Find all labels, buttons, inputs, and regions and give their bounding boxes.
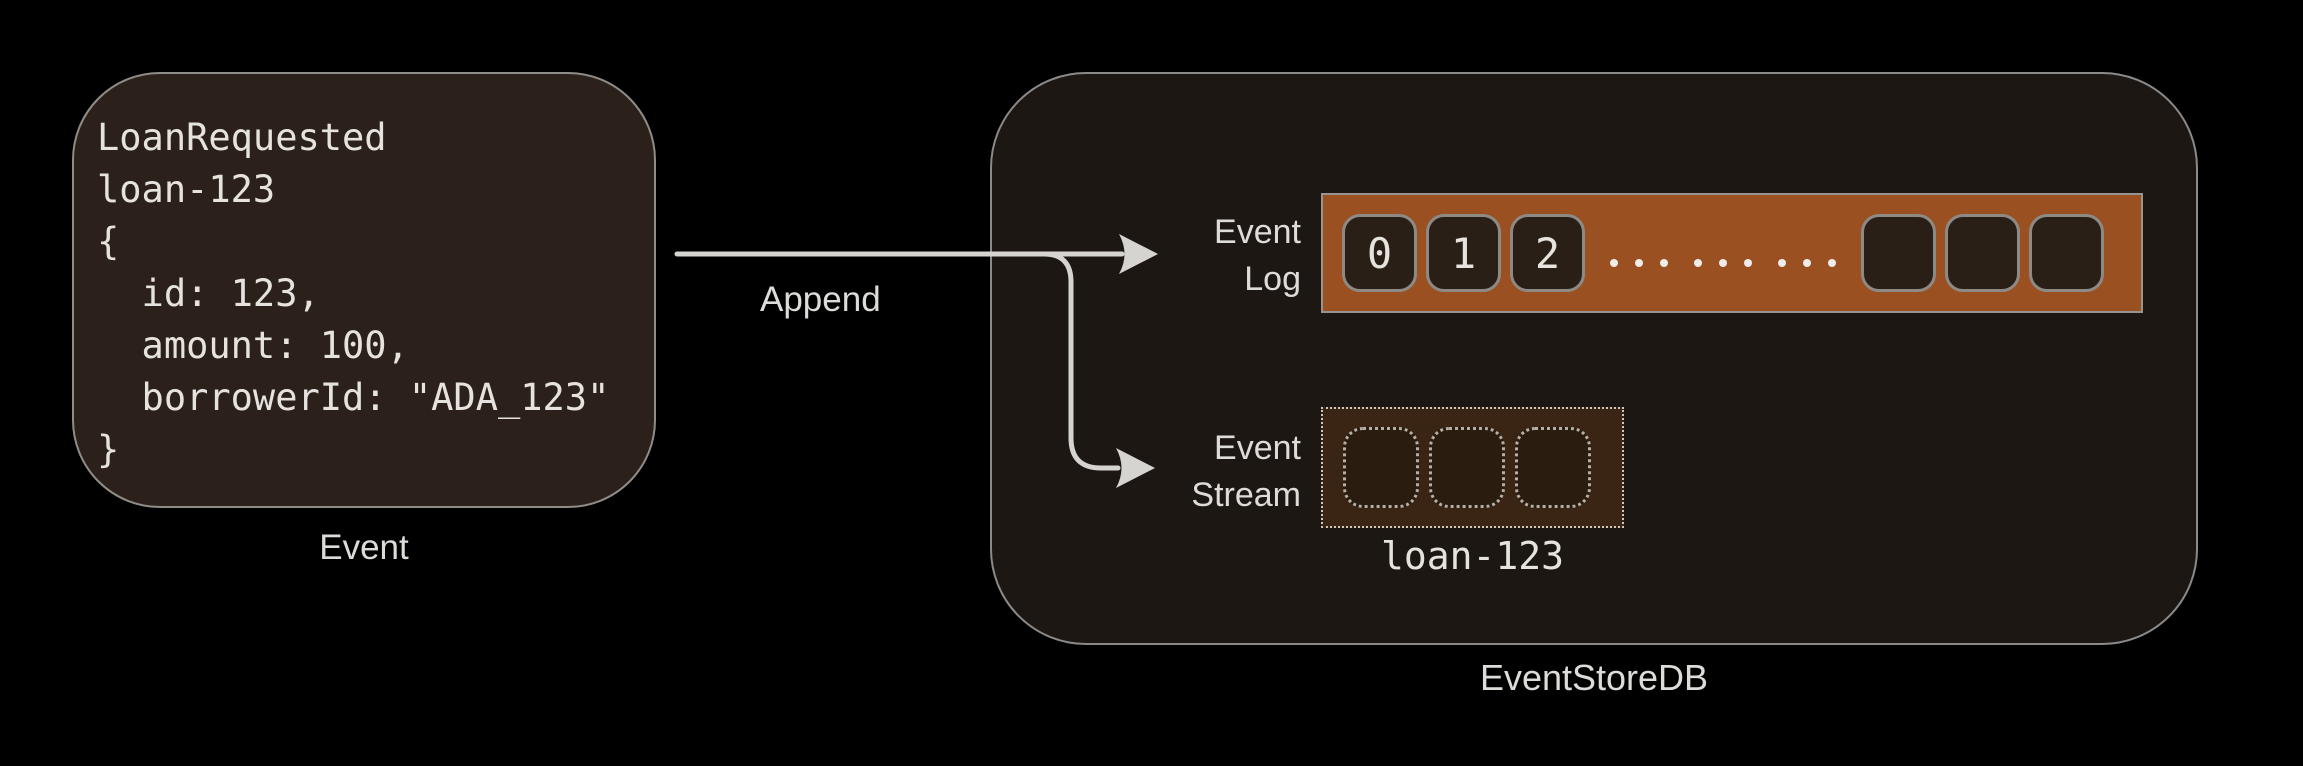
- dot-group: [1778, 259, 1836, 267]
- dot: [1719, 259, 1727, 267]
- code-line-amount: amount: 100,: [97, 324, 409, 367]
- stream-name-caption: loan-123: [1380, 534, 1565, 578]
- event-stream-label: Event Stream: [1000, 425, 1301, 519]
- eventstoredb-container: [990, 72, 2198, 645]
- log-cell-empty: [1945, 214, 2020, 292]
- event-payload-box: LoanRequested loan-123 { id: 123, amount…: [72, 72, 656, 508]
- eventstoredb-caption: EventStoreDB: [1479, 657, 1709, 698]
- log-cell-number: 1: [1450, 228, 1477, 278]
- stream-cell-empty: [1429, 427, 1505, 508]
- log-cell-empty: [2029, 214, 2104, 292]
- dot: [1828, 259, 1836, 267]
- log-cell-2: 2: [1510, 214, 1585, 292]
- dot-group: [1610, 259, 1668, 267]
- event-stream-box: [1321, 407, 1624, 528]
- append-arrow-label: Append: [760, 280, 881, 319]
- dot-group: [1694, 259, 1752, 267]
- dot: [1778, 259, 1786, 267]
- event-box-caption: Event: [319, 528, 409, 567]
- dot: [1660, 259, 1668, 267]
- ellipsis-dots: [1610, 259, 1836, 267]
- log-cell-1: 1: [1426, 214, 1501, 292]
- log-cell-0: 0: [1342, 214, 1417, 292]
- code-line-brace-open: {: [97, 220, 120, 263]
- code-line-event-type: LoanRequested: [97, 116, 387, 159]
- log-cell-empty: [1861, 214, 1936, 292]
- stream-cell-empty: [1343, 427, 1419, 508]
- event-log-label-line1: Event: [1214, 213, 1301, 251]
- dot: [1635, 259, 1643, 267]
- code-line-stream-id: loan-123: [97, 168, 276, 211]
- log-cell-number: 2: [1534, 228, 1561, 278]
- event-stream-label-line2: Stream: [1191, 476, 1301, 514]
- code-line-borrower: borrowerId: "ADA_123": [97, 376, 610, 419]
- code-line-brace-close: }: [97, 428, 120, 471]
- stream-cell-empty: [1515, 427, 1591, 508]
- event-log-bar: 0 1 2: [1321, 193, 2143, 313]
- log-cell-number: 0: [1366, 228, 1393, 278]
- dot: [1803, 259, 1811, 267]
- event-log-label-line2: Log: [1244, 260, 1301, 298]
- code-line-id: id: 123,: [97, 272, 320, 315]
- event-log-label: Event Log: [1000, 209, 1301, 303]
- dot: [1744, 259, 1752, 267]
- event-stream-label-line1: Event: [1214, 429, 1301, 467]
- dot: [1694, 259, 1702, 267]
- dot: [1610, 259, 1618, 267]
